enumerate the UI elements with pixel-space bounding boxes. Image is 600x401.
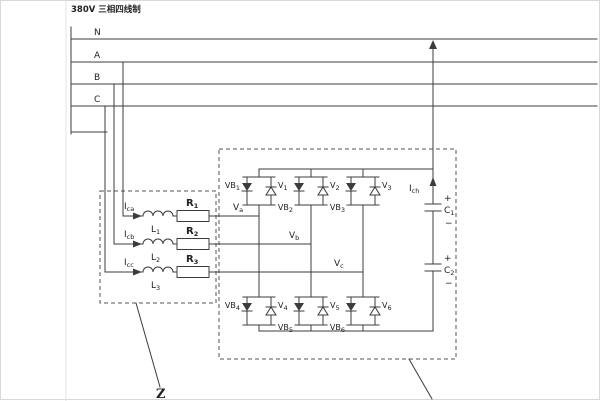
- bridge-leg2-bottom: VB5 V5: [278, 296, 340, 334]
- bridge-leg3-bottom: VB6 V6: [330, 296, 392, 334]
- current-arrow-icon: [133, 268, 142, 276]
- diode-v5-label: V5: [330, 301, 340, 312]
- bridge-leg1-top: VB1 V1: [225, 168, 288, 206]
- resistor-r1-symbol: [176, 210, 210, 222]
- igbt-vb6-symbol: [346, 303, 356, 311]
- bus-label-c: C: [94, 95, 100, 105]
- coupling-branch-a: Ica L1 R1 Va: [122, 61, 260, 236]
- inductor-l1-symbol: [142, 210, 174, 217]
- cap-c1-plus: +: [444, 194, 452, 204]
- igbt-vb5-label: VB5: [278, 323, 293, 334]
- dc-link: Ich + C1 − + C2 −: [409, 40, 454, 332]
- inductor-l2-label: L2: [151, 253, 160, 264]
- dc-link-wires: [424, 47, 442, 332]
- igbt-vb4-label: VB4: [225, 301, 240, 312]
- inverter-pointer-line: [408, 358, 433, 400]
- cap-c2-minus: −: [445, 279, 453, 289]
- inductor-l1-label: L1: [151, 225, 160, 236]
- impedance-pointer-line: [135, 302, 161, 388]
- bridge-leg2-top: VB2 V2: [278, 168, 340, 214]
- igbt-vb1-label: VB1: [225, 181, 240, 192]
- coupling-branch-b: Icb L2 R2 Vb: [113, 83, 312, 264]
- diode-v2-label: V2: [330, 181, 340, 192]
- diode-v6-label: V6: [382, 301, 392, 312]
- bus-label-b: B: [94, 73, 100, 83]
- diagram-title: 380V 三相四线制: [71, 4, 141, 15]
- bus-label-a: A: [94, 51, 101, 61]
- igbt-vb4-symbol: [242, 303, 252, 311]
- diode-v5-symbol: [317, 306, 329, 316]
- bridge-leg1-bottom: VB4 V4: [225, 296, 288, 326]
- resistor-r2-symbol: [176, 238, 210, 250]
- diode-v6-symbol: [369, 306, 381, 316]
- bus-label-n: N: [94, 28, 101, 38]
- coupling-branch-c: Icc L3 R3 Vc: [104, 105, 364, 292]
- bus-wires: [70, 26, 598, 135]
- resistor-r3-symbol: [176, 266, 210, 278]
- cap-c2-label: C2: [444, 266, 454, 277]
- cap-c1-minus: −: [445, 219, 453, 229]
- node-vc-label: Vc: [334, 259, 344, 270]
- resistor-r2-label: R2: [186, 226, 198, 238]
- cap-c1-label: C1: [444, 206, 454, 217]
- resistor-r3-label: R3: [186, 254, 198, 266]
- igbt-vb3-symbol: [346, 183, 356, 191]
- branch-c-wire: [104, 105, 364, 273]
- ich-arrow-icon: [429, 177, 437, 186]
- branch-a-wire: [122, 61, 260, 217]
- diode-v3-symbol: [369, 186, 381, 196]
- current-icc-label: Icc: [124, 258, 134, 269]
- bridge-bus-wires: [258, 168, 434, 332]
- igbt-vb5-symbol: [294, 303, 304, 311]
- diode-v3-label: V3: [382, 181, 392, 192]
- inductor-l3-label: L3: [151, 281, 160, 292]
- igbt-vb2-label: VB2: [278, 203, 293, 214]
- diode-v4-symbol: [265, 306, 277, 316]
- neutral-arrowhead-icon: [429, 40, 437, 49]
- igbt-vb1-symbol: [242, 183, 252, 191]
- diode-v1-symbol: [265, 186, 277, 196]
- current-icb-label: Icb: [124, 230, 134, 241]
- branch-b-wire: [113, 83, 312, 245]
- dc-current-ich-label: Ich: [409, 184, 419, 195]
- resistor-r1-label: R1: [186, 198, 199, 210]
- bridge-leg3-top: VB3 V3: [330, 168, 392, 214]
- node-vb-label: Vb: [289, 231, 299, 242]
- current-ica-label: Ica: [124, 202, 134, 213]
- current-arrow-icon: [133, 212, 142, 220]
- diode-v2-symbol: [317, 186, 329, 196]
- cap-c2-plus: +: [444, 254, 452, 264]
- impedance-box: [99, 190, 217, 304]
- diode-v4-label: V4: [278, 301, 288, 312]
- inductor-l2-symbol: [142, 238, 174, 245]
- igbt-vb3-label: VB3: [330, 203, 345, 214]
- inductor-l3-symbol: [142, 266, 174, 273]
- diode-v1-label: V1: [278, 181, 288, 192]
- node-va-label: Va: [233, 203, 243, 214]
- impedance-z-label: Z: [156, 387, 166, 401]
- current-arrow-icon: [133, 240, 142, 248]
- igbt-vb6-label: VB6: [330, 323, 345, 334]
- three-phase-bus: N A B C: [70, 26, 598, 135]
- igbt-vb2-symbol: [294, 183, 304, 191]
